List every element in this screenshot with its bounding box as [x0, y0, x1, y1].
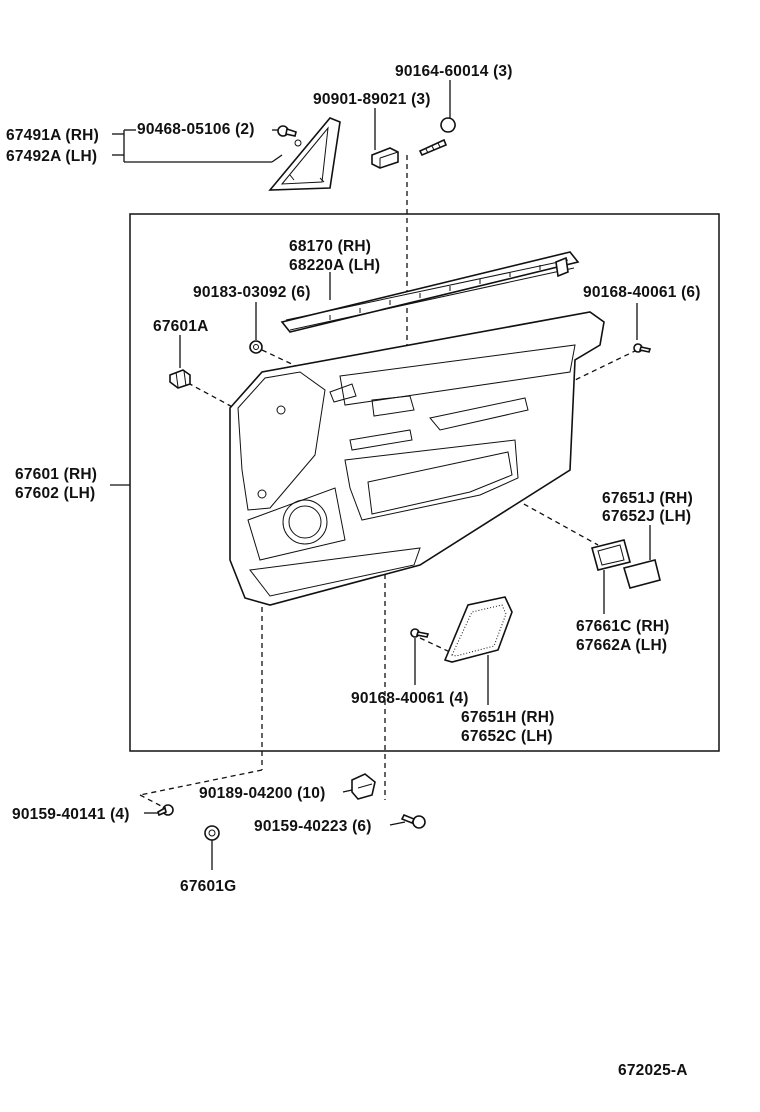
label-67651j: 67651J (RH) [602, 490, 693, 507]
speaker-grille-67651h-icon [443, 596, 513, 663]
bezel-67651j-icon [591, 539, 631, 571]
label-67651h: 67651H (RH) [461, 709, 555, 726]
label-67492a: 67492A (LH) [6, 148, 97, 165]
label-90183-03092: 90183-03092 (6) [193, 284, 311, 301]
leader-lines [110, 80, 651, 870]
door-trim-panel-67601-icon [229, 311, 605, 606]
label-90159-40223: 90159-40223 (6) [254, 818, 372, 835]
label-90168-40061-bottom: 90168-40061 (4) [351, 690, 469, 707]
label-90164-60014: 90164-60014 (3) [395, 63, 513, 80]
label-67661c: 67661C (RH) [576, 618, 670, 635]
corner-cover-67491a-icon [268, 117, 341, 191]
screw-90468-icon [277, 125, 297, 137]
label-67491a: 67491A (RH) [6, 127, 99, 144]
label-90159-40141: 90159-40141 (4) [12, 806, 130, 823]
label-90168-40061-top: 90168-40061 (6) [583, 284, 701, 301]
label-90901-89021: 90901-89021 (3) [313, 91, 431, 108]
screw-90159-40141-icon [157, 804, 174, 817]
label-67602: 67602 (LH) [15, 485, 95, 502]
diagram-id: 672025-A [618, 1062, 688, 1079]
clip-90183-icon [249, 340, 263, 354]
label-90189-04200: 90189-04200 (10) [199, 785, 325, 802]
plug-67601g-icon [204, 825, 220, 841]
label-67652j: 67652J (LH) [602, 508, 691, 525]
part-labels: 90164-60014 (3) 90901-89021 (3) 67491A (… [6, 63, 701, 1079]
clip-90901-icon [371, 147, 399, 169]
screw-90164-icon [418, 117, 456, 157]
screw-90168-bottom-icon [410, 628, 430, 638]
label-67652c: 67652C (LH) [461, 728, 553, 745]
label-67601g: 67601G [180, 878, 236, 895]
screw-90159-40223-icon [400, 813, 426, 829]
label-67601: 67601 (RH) [15, 466, 97, 483]
weatherstrip-68170-icon [280, 251, 580, 333]
label-68220a: 68220A (LH) [289, 257, 380, 274]
label-68170: 68170 (RH) [289, 238, 371, 255]
label-67601a: 67601A [153, 318, 209, 335]
label-90468-05106: 90468-05106 (2) [137, 121, 255, 138]
clip-67601a-icon [169, 369, 191, 389]
assembly-frame [129, 213, 720, 752]
pad-67661c-icon [622, 559, 661, 589]
label-67662a: 67662A (LH) [576, 637, 667, 654]
screw-90168-top-icon [633, 343, 652, 353]
clip-90189-icon [351, 773, 376, 800]
